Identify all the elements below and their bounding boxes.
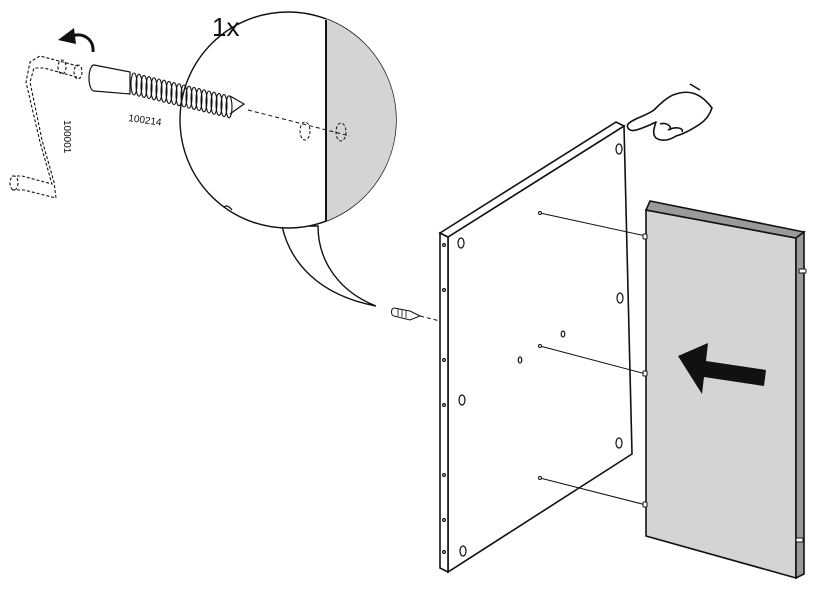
allen-key-icon — [9, 55, 83, 199]
counter-clockwise-arrow-icon — [58, 28, 95, 53]
thread-coil — [210, 91, 218, 115]
thread-coil — [165, 80, 173, 104]
tool-number-label: 100001 — [61, 120, 72, 154]
thread-coil — [140, 74, 148, 98]
thread-coil — [185, 85, 193, 109]
thread-coil — [155, 78, 163, 102]
screw-number-label: 100214 — [128, 113, 163, 129]
thread-coil — [180, 84, 188, 108]
thread-coil — [200, 89, 208, 113]
dowel-screw-small — [391, 307, 422, 321]
quantity-label: 1x — [212, 12, 239, 42]
side-panel-side-edge — [795, 230, 805, 580]
thread-coil — [145, 76, 153, 100]
callout-hole-front — [299, 121, 311, 141]
thread-coil — [195, 88, 203, 112]
alignment-guides — [538, 211, 647, 506]
thread-coil — [175, 83, 183, 107]
back-panel — [438, 121, 633, 574]
dowel-screw-large — [88, 64, 246, 119]
back-panel-face — [447, 124, 633, 574]
thread-coil — [170, 82, 178, 106]
side-panel-face — [645, 209, 797, 580]
callout-hole-back — [335, 122, 347, 142]
callout-tail — [281, 225, 377, 307]
thread-coil — [220, 94, 228, 118]
zoom-callout — [179, 11, 397, 307]
thread-coil — [130, 72, 138, 96]
thread-coil — [190, 86, 198, 110]
side-panel — [642, 200, 807, 580]
pointing-hand-icon — [626, 83, 713, 141]
left-arrow-icon — [678, 343, 766, 394]
thread-coil — [205, 90, 213, 114]
thread-coil — [225, 95, 233, 119]
thread-coil — [135, 73, 143, 97]
thread-coil — [150, 77, 158, 101]
panel-holes — [442, 143, 624, 557]
thread-coil — [215, 92, 223, 116]
thread-coil — [160, 79, 168, 103]
back-panel-top-edge — [438, 121, 626, 238]
